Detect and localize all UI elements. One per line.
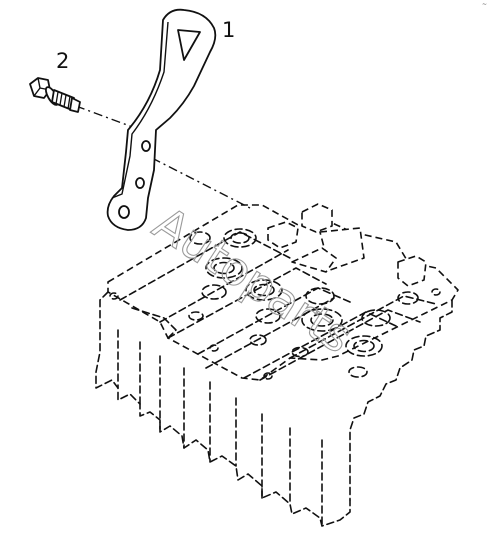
bracket-leader-line [151, 157, 251, 209]
bolt [29, 77, 81, 113]
lifting-bracket [106, 8, 217, 231]
callout-2: 2 [56, 49, 69, 73]
corner-mark: ~ [482, 1, 487, 8]
cylinder-head [95, 203, 459, 527]
callout-1: 1 [222, 18, 235, 42]
